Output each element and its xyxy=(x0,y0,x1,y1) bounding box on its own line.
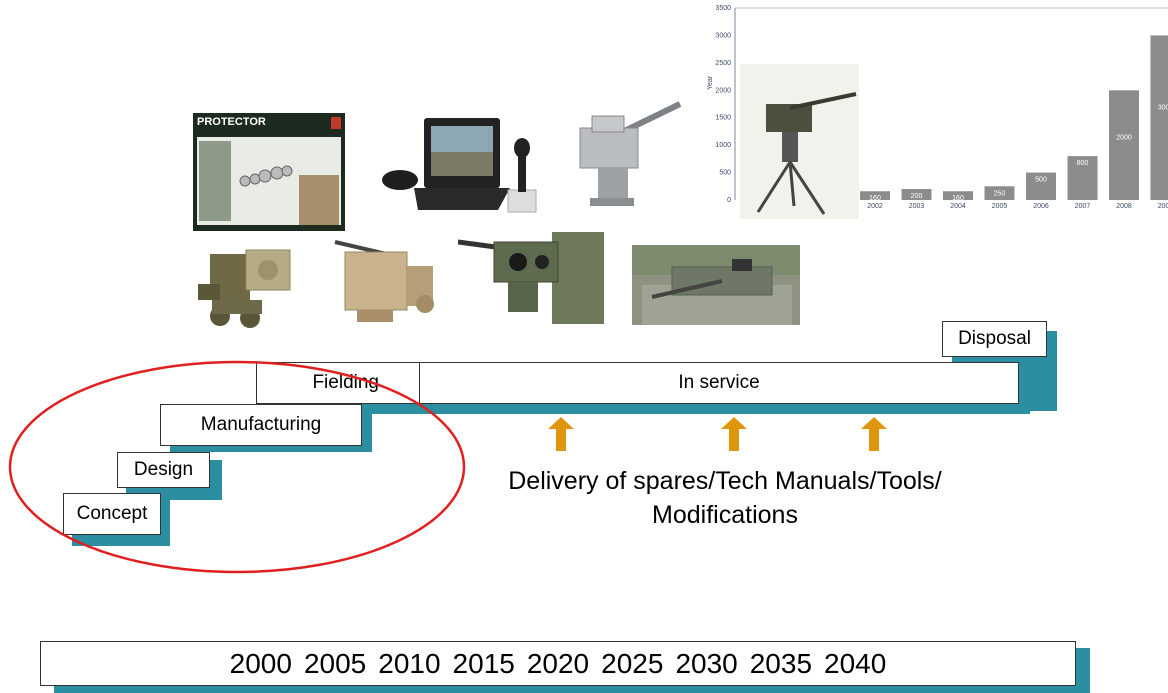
bar-value-label: 160 xyxy=(869,195,881,202)
timeline-year-2040: 2040 xyxy=(824,648,887,679)
concept-label: Concept xyxy=(76,503,148,524)
manufacturing-box: Manufacturing xyxy=(160,404,362,446)
y-tick-label: 3500 xyxy=(715,5,731,12)
y-tick-label: 0 xyxy=(727,197,731,204)
delivery-arrow-2 xyxy=(721,417,747,451)
bar-2008 xyxy=(1109,90,1139,200)
laptop-simulator-photo xyxy=(378,110,548,218)
timeline-year-2035: 2035 xyxy=(749,648,813,679)
bar-value-label: 2000 xyxy=(1116,135,1132,142)
tripod-weapon-photo xyxy=(740,64,859,219)
x-tick-label: 2005 xyxy=(992,203,1008,210)
bar-2004 xyxy=(943,191,973,200)
x-tick-label: 2003 xyxy=(909,203,925,210)
y-tick-label: 2500 xyxy=(715,60,731,67)
x-tick-label: 2006 xyxy=(1033,203,1049,210)
x-tick-label: 2009 xyxy=(1158,203,1168,210)
timeline-year-2000: 2000 xyxy=(229,648,292,679)
timeline-year-2030: 2030 xyxy=(675,648,738,679)
delivery-description: Delivery of spares/Tech Manuals/Tools/ M… xyxy=(455,464,995,532)
bar-2003 xyxy=(901,189,932,200)
weapon-station-green-photo xyxy=(458,228,606,328)
concept-box: Concept xyxy=(63,493,161,535)
y-tick-label: 3000 xyxy=(715,32,731,39)
protector-training-screenshot: PROTECTOR xyxy=(193,113,345,231)
bar-value-label: 800 xyxy=(1077,160,1089,167)
sighting-equipment-photo xyxy=(190,236,305,336)
timeline-year-2005: 2005 xyxy=(303,648,367,679)
early-phase-highlight-ellipse xyxy=(8,360,466,574)
bar-2002 xyxy=(860,191,890,200)
y-tick-label: 500 xyxy=(719,170,731,177)
timeline-year-2010: 2010 xyxy=(378,648,441,679)
bar-2007 xyxy=(1067,156,1098,200)
design-label: Design xyxy=(133,459,194,480)
bar-value-label: 3000 xyxy=(1158,104,1168,111)
in-service-label: In service xyxy=(678,372,760,393)
y-tick-label: 2000 xyxy=(715,87,731,94)
disposal-box: Disposal xyxy=(942,321,1047,357)
vehicle-turret-photo xyxy=(632,245,800,325)
bar-2009 xyxy=(1150,35,1168,200)
x-tick-label: 2002 xyxy=(867,203,883,210)
manufacturing-label: Manufacturing xyxy=(200,414,322,435)
delivery-arrow-1 xyxy=(548,417,574,451)
fielding-box: Fielding xyxy=(256,362,420,404)
timeline-year-2020: 2020 xyxy=(526,648,590,679)
bar-2006 xyxy=(1026,172,1056,200)
delivery-arrow-3 xyxy=(861,417,887,451)
protector-title: PROTECTOR xyxy=(197,116,266,128)
x-tick-label: 2007 xyxy=(1075,203,1091,210)
bar-value-label: 160 xyxy=(952,195,964,202)
y-axis-title: Year xyxy=(707,75,714,90)
design-box: Design xyxy=(117,452,210,488)
bar-value-label: 200 xyxy=(911,193,923,200)
in-service-box: In service xyxy=(419,362,1019,404)
bar-value-label: 250 xyxy=(994,190,1006,197)
fielding-label: Fielding xyxy=(312,372,379,393)
delivery-line-1: Delivery of spares/Tech Manuals/Tools/ xyxy=(508,467,942,495)
bar-2005 xyxy=(984,186,1015,200)
y-tick-label: 1000 xyxy=(715,142,731,149)
x-tick-label: 2004 xyxy=(950,203,966,210)
timeline-year-2025: 2025 xyxy=(601,648,664,679)
timeline-year-2015: 2015 xyxy=(452,648,515,679)
timeline-years: 2000 2005 2010 2015 2020 2025 2030 2035 2040 xyxy=(40,641,1076,686)
bar-value-label: 500 xyxy=(1035,177,1047,184)
y-tick-label: 1500 xyxy=(715,115,731,122)
weapon-station-gray-photo xyxy=(570,98,685,210)
delivery-line-2: Modifications xyxy=(652,501,798,529)
disposal-label: Disposal xyxy=(958,328,1031,349)
x-tick-label: 2008 xyxy=(1116,203,1132,210)
timeline-box xyxy=(40,641,1076,686)
tan-device-photo xyxy=(315,234,445,326)
